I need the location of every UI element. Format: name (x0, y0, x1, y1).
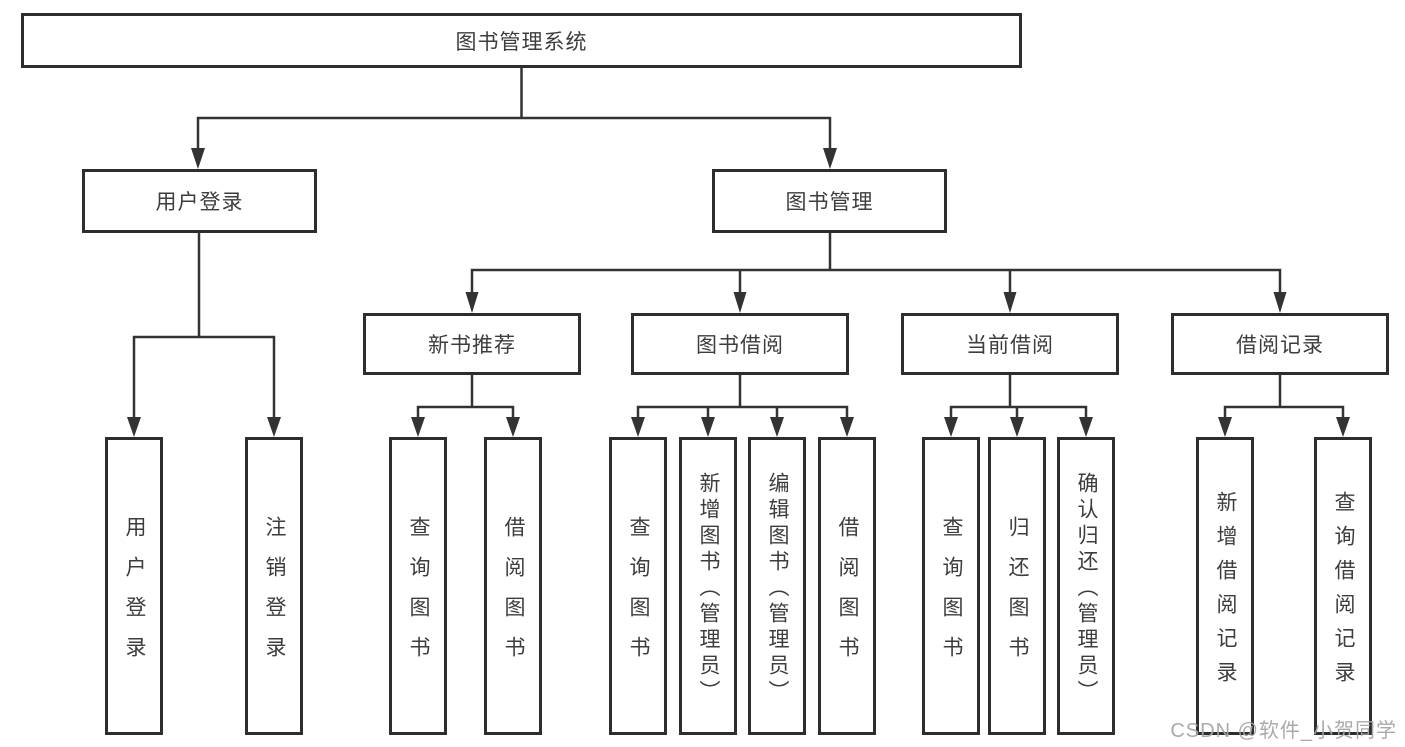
watermark: CSDN @软件_小贺同学 (1170, 720, 1397, 742)
node-label: 图书管理系统 (455, 30, 588, 54)
node-label: 新增图书（管理员） (697, 471, 720, 706)
node-leaf-edit-book-admin: 编辑图书（管理员） (748, 437, 806, 735)
node-label: 用户登录 (155, 191, 244, 214)
node-label: 当前借阅 (966, 334, 1054, 357)
node-leaf-add-book-admin: 新增图书（管理员） (679, 437, 737, 735)
node-leaf-confirm-return-admin: 确认归还（管理员） (1057, 437, 1115, 735)
node-label: 借阅图书 (836, 515, 859, 676)
node-label: 用户登录 (123, 515, 146, 676)
node-label: 注销登录 (263, 515, 286, 676)
node-label: 新增借阅记录 (1214, 490, 1237, 695)
arrowheads (127, 148, 1350, 437)
node-label: 新书推荐 (428, 334, 516, 357)
node-label: 编辑图书（管理员） (766, 471, 789, 706)
node-label: 查询图书 (940, 515, 963, 676)
node-label: 查询图书 (627, 515, 650, 676)
node-label: 查询借阅记录 (1332, 490, 1355, 695)
node-leaf-user-login: 用户登录 (105, 437, 163, 735)
node-borrow-records: 借阅记录 (1171, 313, 1389, 375)
node-leaf-query-books-borrowing: 查询图书 (609, 437, 667, 735)
node-new-book-recommend: 新书推荐 (363, 313, 581, 375)
node-label: 图书借阅 (696, 334, 784, 357)
node-leaf-add-borrow-record: 新增借阅记录 (1196, 437, 1254, 735)
node-leaf-query-borrow-record: 查询借阅记录 (1314, 437, 1372, 735)
node-current-borrowing: 当前借阅 (901, 313, 1119, 375)
node-leaf-return-book: 归还图书 (988, 437, 1046, 735)
node-user-login: 用户登录 (82, 169, 317, 233)
node-library-system: 图书管理系统 (21, 13, 1022, 68)
node-label: 归还图书 (1006, 515, 1029, 676)
node-label: 确认归还（管理员） (1075, 471, 1098, 706)
node-leaf-borrow-books: 借阅图书 (818, 437, 876, 735)
node-label: 借阅图书 (502, 515, 525, 676)
node-leaf-query-books-recommend: 查询图书 (389, 437, 447, 735)
node-label: 图书管理 (785, 191, 874, 214)
node-leaf-query-books-current: 查询图书 (922, 437, 980, 735)
node-leaf-borrow-books-recommend: 借阅图书 (484, 437, 542, 735)
node-label: 借阅记录 (1236, 334, 1324, 357)
node-label: 查询图书 (407, 515, 430, 676)
node-leaf-logout: 注销登录 (245, 437, 303, 735)
node-book-management: 图书管理 (712, 169, 947, 233)
node-book-borrowing: 图书借阅 (631, 313, 849, 375)
